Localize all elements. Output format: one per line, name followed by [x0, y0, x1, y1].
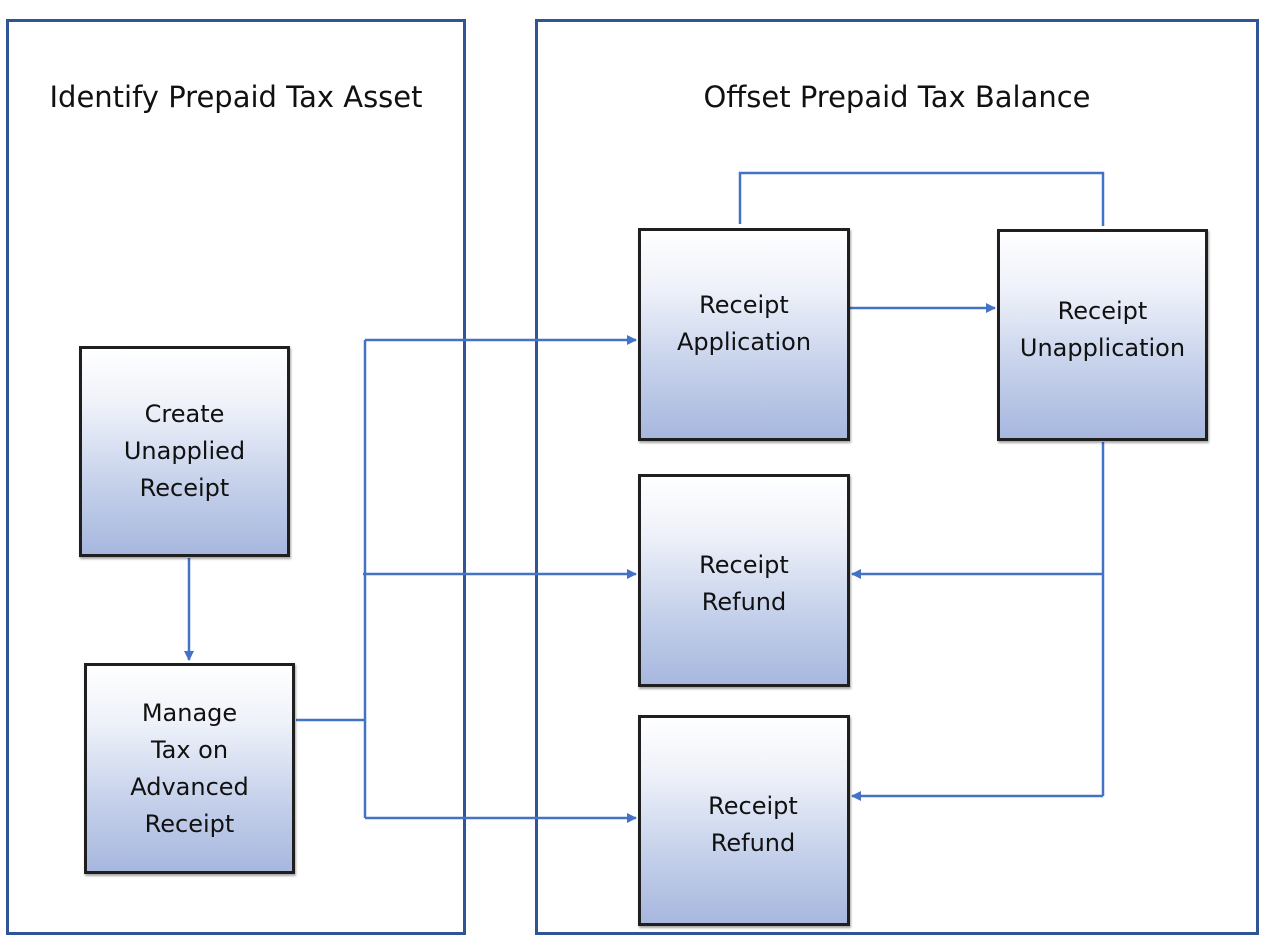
create-unapplied-receipt-line-3: Receipt — [139, 474, 230, 502]
receipt-refund-1-line-2: Refund — [701, 588, 787, 616]
receipt-unapplication-line-2: Unapplication — [1019, 334, 1186, 362]
manage-tax-line-4: Receipt — [144, 809, 235, 838]
receipt-refund-1-line-1: Receipt — [699, 551, 789, 579]
receipt-refund-box-2: Receipt Refund — [638, 715, 850, 926]
manage-tax-on-advanced-receipt-box: Manage Tax on Advanced Receipt — [84, 663, 295, 874]
receipt-refund-box-1: Receipt Refund — [638, 474, 850, 687]
receipt-application-line-2: Application — [676, 328, 812, 356]
manage-tax-line-3: Advanced — [130, 772, 249, 801]
create-unapplied-receipt-line-2: Unapplied — [123, 437, 246, 465]
receipt-unapplication-box: Receipt Unapplication — [997, 229, 1208, 441]
create-unapplied-receipt-line-1: Create — [144, 400, 225, 428]
receipt-unapplication-line-1: Receipt — [1057, 297, 1148, 325]
receipt-application-line-1: Receipt — [699, 291, 789, 319]
receipt-application-box: Receipt Application — [638, 228, 850, 441]
manage-tax-line-2: Tax on — [150, 735, 229, 764]
panel-title-offset-prepaid-tax-balance: Offset Prepaid Tax Balance — [703, 80, 1091, 114]
create-unapplied-receipt-box: Create Unapplied Receipt — [79, 346, 290, 557]
receipt-refund-2-line-1: Receipt — [708, 792, 798, 820]
receipt-refund-2-line-2: Refund — [710, 829, 796, 857]
panel-title-identify-prepaid-tax-asset: Identify Prepaid Tax Asset — [49, 80, 423, 114]
manage-tax-line-1: Manage — [141, 698, 238, 727]
